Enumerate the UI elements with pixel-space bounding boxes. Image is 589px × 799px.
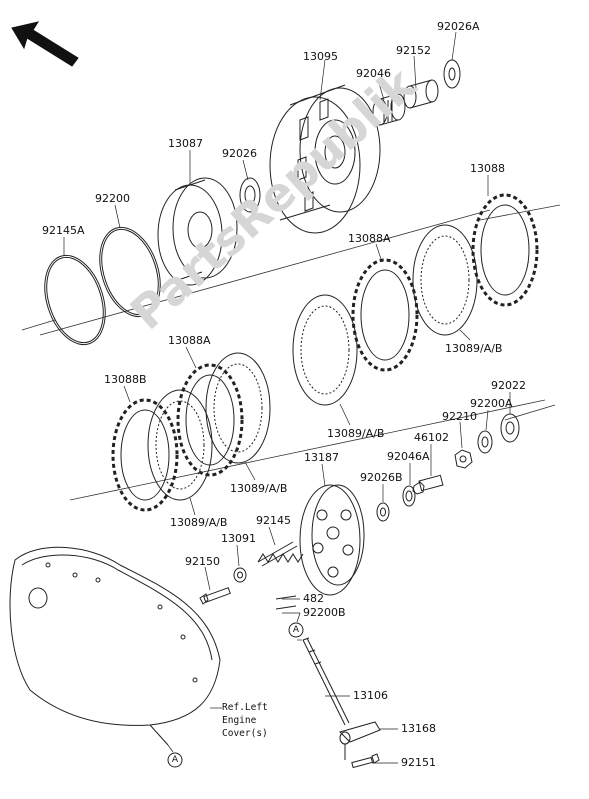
part-46102-adjuster-bolt	[412, 474, 444, 495]
part-92210-nut	[454, 449, 473, 469]
label-13168: 13168	[401, 722, 436, 735]
label-92200A: 92200A	[470, 397, 513, 410]
part-13168-release-lever	[339, 721, 381, 760]
label-92026: 92026	[222, 147, 257, 160]
part-13106-push-rod	[302, 637, 350, 726]
label-13087: 13087	[168, 137, 203, 150]
part-13089-steel-plate-middle	[292, 294, 358, 406]
label-92200: 92200	[95, 192, 130, 205]
part-13088A-friction-plate-top	[351, 258, 419, 372]
label-13089-middle: 13089/A/B	[327, 427, 385, 440]
label-92210: 92210	[442, 410, 477, 423]
callout-circle-upper	[288, 622, 304, 638]
part-13187-pressure-plate	[299, 484, 365, 596]
part-92026-washer	[239, 177, 261, 213]
part-92026B-washer	[376, 502, 390, 522]
part-13089-steel-plate-left	[205, 352, 271, 464]
part-482-92200B-seal	[275, 595, 297, 610]
label-92200B: 92200B	[303, 606, 346, 619]
assembly-axis-lines	[21, 204, 561, 501]
leader-lines	[63, 31, 511, 764]
label-482: 482	[303, 592, 324, 605]
callout-circle-lower	[167, 752, 183, 768]
part-92046-needle-bearing	[372, 93, 406, 126]
part-13089-steel-plate-right	[412, 224, 478, 336]
label-13088A-top: 13088A	[348, 232, 391, 245]
label-13089-right: 13089/A/B	[445, 342, 503, 355]
part-92152-collar	[403, 79, 439, 109]
part-92145A-o-ring	[44, 254, 106, 346]
part-92026A-washer	[443, 59, 461, 89]
label-92022: 92022	[491, 379, 526, 392]
label-13187: 13187	[304, 451, 339, 464]
left-engine-cover-reference	[9, 546, 221, 746]
label-13106: 13106	[353, 689, 388, 702]
label-13089-bottom-left: 13089/A/B	[170, 516, 228, 529]
label-92151: 92151	[401, 756, 436, 769]
label-13088B: 13088B	[104, 373, 147, 386]
label-13088: 13088	[470, 162, 505, 175]
label-92152: 92152	[396, 44, 431, 57]
label-92026A: 92026A	[437, 20, 480, 33]
label-92145A: 92145A	[42, 224, 85, 237]
front-direction-arrow-icon	[11, 21, 79, 67]
label-92046A: 92046A	[387, 450, 430, 463]
label-13095: 13095	[303, 50, 338, 63]
part-92150-bolt	[199, 587, 231, 605]
callout-label-upper: A	[292, 625, 300, 635]
reference-note-engine-cover: Ref.Left Engine Cover(s)	[222, 702, 268, 739]
part-13095-clutch-housing	[269, 84, 381, 234]
label-92145: 92145	[256, 514, 291, 527]
part-13088B-friction-plate	[111, 398, 179, 512]
part-92200A-o-ring	[477, 430, 493, 454]
label-13088A-middle: 13088A	[168, 334, 211, 347]
part-92145-spring	[257, 541, 304, 567]
part-92200-o-ring	[99, 226, 161, 318]
label-92046: 92046	[356, 67, 391, 80]
part-92046A-bearing	[402, 485, 416, 507]
part-13091-guide	[233, 567, 247, 583]
label-92026B: 92026B	[360, 471, 403, 484]
callout-label-lower: A	[171, 755, 179, 765]
label-92150: 92150	[185, 555, 220, 568]
part-13089-steel-plate-bottom-left	[147, 389, 213, 501]
label-46102: 46102	[414, 431, 449, 444]
label-13089-left: 13089/A/B	[230, 482, 288, 495]
part-92151-bolt	[351, 753, 380, 769]
part-13088-friction-plate	[471, 193, 539, 307]
label-13091: 13091	[221, 532, 256, 545]
